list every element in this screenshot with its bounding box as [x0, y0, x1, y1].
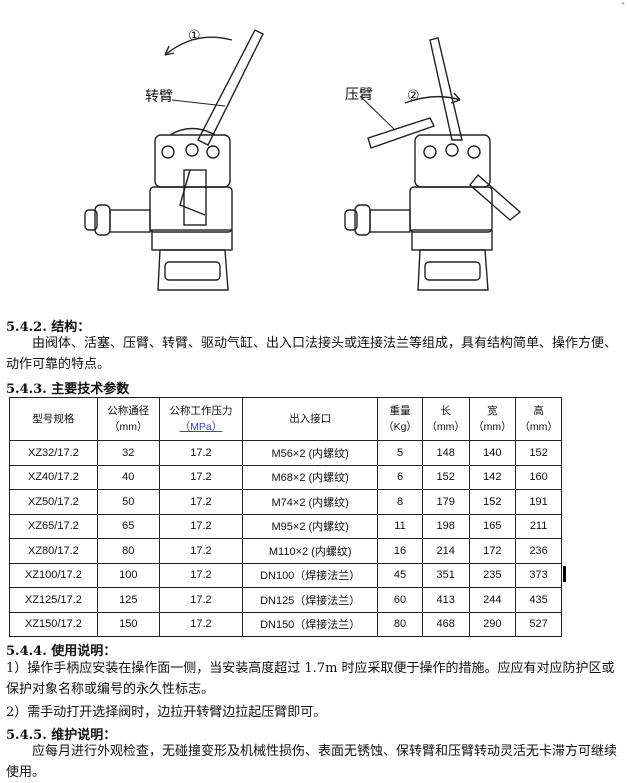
section-542-title: 5.4.2. 结构：	[6, 320, 91, 335]
table-cell: XZ50/17.2	[9, 489, 98, 515]
table-cell: 80	[96, 538, 160, 564]
table-cell: XZ100/17.2	[9, 562, 98, 588]
table-cell: 198	[421, 513, 470, 539]
table-cell: XZ125/17.2	[9, 587, 98, 613]
table-cell: 211	[515, 513, 562, 539]
table-cell: 468	[421, 611, 470, 637]
table-cell: M74×2 (内螺纹)	[242, 489, 379, 515]
section-544-item-2: 2）需手动打开选择阀时，边拉开转臂边拉起压臂即可。	[6, 705, 327, 720]
table-cell: XZ65/17.2	[9, 513, 98, 539]
table-cell: 160	[515, 464, 562, 490]
section-544-title: 5.4.4. 使用说明：	[6, 644, 117, 659]
table-cell: 142	[468, 464, 517, 490]
table-cell: 413	[421, 587, 470, 613]
table-cell: 150	[96, 611, 160, 637]
table-cell: 100	[96, 562, 160, 588]
table-cell: 16	[377, 538, 423, 564]
table-cell: 435	[515, 587, 562, 613]
section-545-title: 5.4.5. 维护说明：	[6, 728, 117, 743]
table-cell: 6	[377, 464, 423, 490]
table-cell: 191	[515, 489, 562, 515]
table-cell: 17.2	[158, 489, 244, 515]
header-nominal-diameter: 公称通径 （mm）	[96, 397, 160, 441]
table-cell: 148	[421, 440, 470, 466]
table-cell: 11	[377, 513, 423, 539]
header-model: 型号规格	[9, 397, 98, 441]
table-cell: 17.2	[158, 513, 244, 539]
table-cell: 214	[421, 538, 470, 564]
table-cell: 17.2	[158, 562, 244, 588]
header-port: 出入接口	[242, 397, 379, 441]
table-cell: 235	[468, 562, 517, 588]
turning-arm-label: 转臂	[145, 89, 173, 105]
table-cell: XZ32/17.2	[9, 440, 98, 466]
table-cell: 17.2	[158, 587, 244, 613]
section-542-text: 由阀体、活塞、压臂、转臂、驱动气缸、出入口法接头或连接法兰等组成，具有结构简单、…	[6, 336, 618, 372]
header-weight: 重量 （Kg）	[377, 397, 423, 441]
table-cell: DN150（焊接法兰）	[242, 611, 379, 637]
table-cell: 40	[96, 464, 160, 490]
table-cell: M110×2 (内螺纹)	[242, 538, 379, 564]
table-cell: 351	[421, 562, 470, 588]
section-543-title: 5.4.3. 主要技术参数	[6, 382, 130, 397]
table-cell: M95×2 (内螺纹)	[242, 513, 379, 539]
table-cell: 172	[468, 538, 517, 564]
header-working-pressure: 公称工作压力 （MPa）	[158, 397, 244, 441]
table-cell: 152	[468, 489, 517, 515]
table-cell: 244	[468, 587, 517, 613]
table-cell: 60	[377, 587, 423, 613]
valve-drawing	[84, 29, 522, 291]
table-cell: XZ80/17.2	[9, 538, 98, 564]
table-cell: XZ40/17.2	[9, 464, 98, 490]
step-2-marker: ②	[407, 88, 420, 104]
table-cell: 50	[96, 489, 160, 515]
step-1-marker: ①	[188, 28, 201, 44]
corner-mark: "	[620, 2, 625, 12]
table-cell: 527	[515, 611, 562, 637]
table-cell: XZ150/17.2	[9, 611, 98, 637]
header-width: 宽 （mm）	[468, 397, 517, 441]
table-cell: 32	[96, 440, 160, 466]
table-header-row: 型号规格 公称通径 （mm） 公称工作压力 （MPa） 出入接口 重量 （Kg）…	[9, 397, 562, 441]
header-length: 长 （mm）	[421, 397, 470, 441]
table-cell: M68×2 (内螺纹)	[242, 464, 379, 490]
table-cell: 17.2	[158, 440, 244, 466]
section-545-text: 应每月进行外观检查，无碰撞变形及机械性损伤、表面无锈蚀、保转臂和压臂转动灵活无卡…	[6, 744, 618, 780]
spec-table: 型号规格 公称通径 （mm） 公称工作压力 （MPa） 出入接口 重量 （Kg）…	[9, 397, 562, 637]
table-cell: 17.2	[158, 464, 244, 490]
table-cell: 65	[96, 513, 160, 539]
table-cell: 152	[515, 440, 562, 466]
table-cell: 140	[468, 440, 517, 466]
table-edge-mark	[563, 566, 566, 582]
table-cell: 152	[421, 464, 470, 490]
table-cell: DN100（焊接法兰）	[242, 562, 379, 588]
section-544-item-1: 1）操作手柄应安装在操作面一侧，当安装高度超过 1.7m 时应采取便于操作的措施…	[6, 661, 615, 697]
table-cell: 17.2	[158, 611, 244, 637]
table-cell: 179	[421, 489, 470, 515]
table-cell: 125	[96, 587, 160, 613]
table-cell: DN125（焊接法兰）	[242, 587, 379, 613]
table-cell: 17.2	[158, 538, 244, 564]
header-height: 高 （mm）	[515, 397, 562, 441]
table-cell: 290	[468, 611, 517, 637]
table-cell: 165	[468, 513, 517, 539]
table-cell: 5	[377, 440, 423, 466]
pressing-arm-label: 压臂	[345, 87, 373, 103]
table-cell: 236	[515, 538, 562, 564]
valve-figure: ① 转臂 压臂 ② "	[0, 0, 629, 308]
table-cell: M56×2 (内螺纹)	[242, 440, 379, 466]
table-cell: 373	[515, 562, 562, 588]
table-cell: 45	[377, 562, 423, 588]
table-cell: 8	[377, 489, 423, 515]
table-cell: 80	[377, 611, 423, 637]
